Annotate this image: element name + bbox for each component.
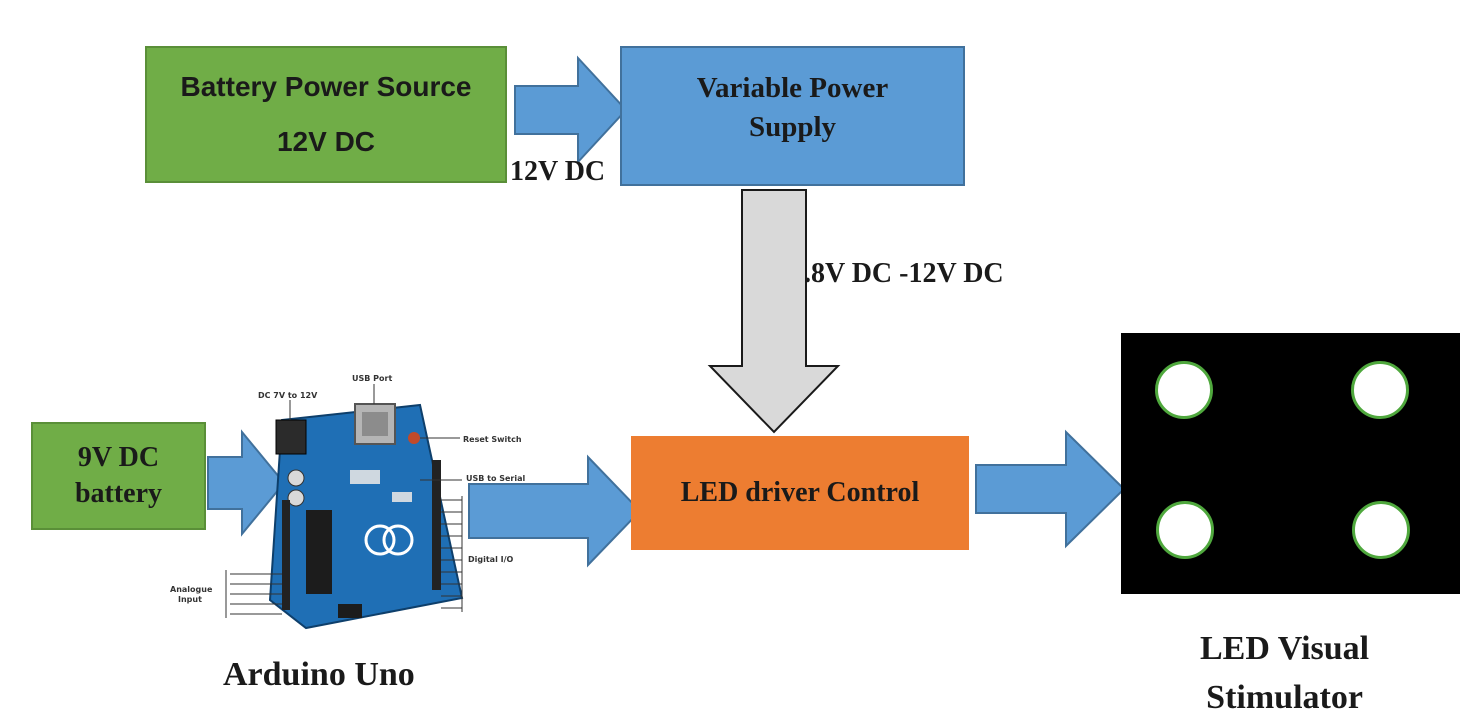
annotation-reset-switch: Reset Switch [463,435,522,444]
led-bottom-left [1156,501,1214,559]
led-stimulator-panel [1121,333,1460,594]
led-top-right [1351,361,1409,419]
vps-line1: Variable Power [696,71,889,104]
stimulator-caption: LED Visual Stimulator [1200,624,1369,723]
arrow-battery-to-vps [514,55,628,165]
led-top-left [1155,361,1213,419]
battery-line1: Battery Power Source [180,71,472,103]
variable-power-supply-box: Variable Power Supply [620,46,965,186]
edge-label-voltage-range: .8V DC -12V DC [804,258,1004,289]
led-driver-label: LED driver Control [680,477,920,508]
arrow-9v-to-arduino [207,429,286,537]
edge-label-12v: 12V DC [510,156,606,187]
stimulator-caption-line1: LED Visual [1200,630,1370,667]
vps-line2: Supply [748,111,837,143]
arduino-board-image: DC 7V to 12V USB Port Reset Switch USB t… [170,374,526,630]
9v-line1: 9V DC [77,441,160,473]
arrow-vps-to-driver [707,189,841,434]
annotation-usb-port: USB Port [352,374,392,383]
arduino-caption: Arduino Uno [223,656,415,693]
annotation-analogue-2: Input [178,595,202,604]
annotation-analogue-1: Analogue [170,585,213,594]
stimulator-caption-line2: Stimulator [1206,679,1363,717]
annotation-usb-serial: USB to Serial [466,474,526,483]
battery-power-source-box: Battery Power Source 12V DC [145,46,507,183]
arrow-arduino-to-driver [468,454,642,568]
led-driver-control-box: LED driver Control [631,436,969,550]
9v-line2: battery [74,478,163,509]
arrow-driver-to-stimulator [975,429,1126,549]
led-bottom-right [1352,501,1410,559]
annotation-dc-input: DC 7V to 12V [258,391,318,400]
annotation-digital-io: Digital I/O [468,555,514,564]
9v-battery-box: 9V DC battery [31,422,206,530]
battery-line2: 12V DC [276,125,376,157]
